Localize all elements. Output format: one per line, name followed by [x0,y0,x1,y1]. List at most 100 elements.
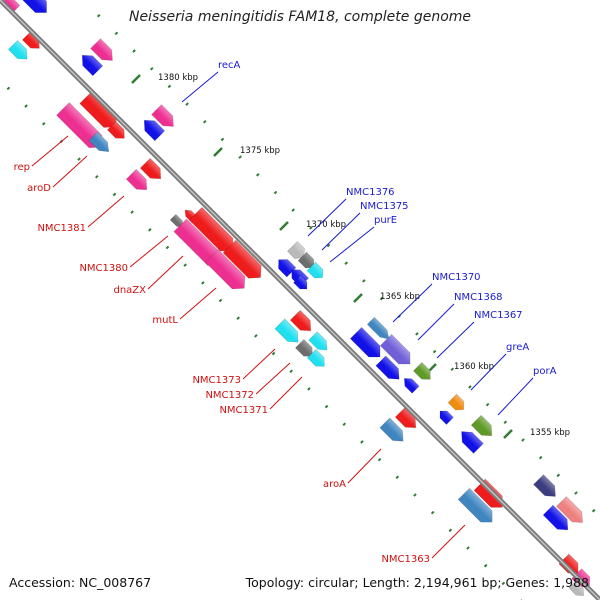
gene-feature[interactable] [125,168,151,194]
label-leader-line [431,524,466,559]
gene-feature[interactable] [457,427,484,454]
scale-tick-mark [353,293,363,303]
reverse-gene-label[interactable]: aroD [27,183,51,194]
gene-feature[interactable] [306,261,327,282]
gene-feature[interactable] [556,496,587,527]
label-leader-line [255,362,291,395]
scale-tick-label: 1365 kbp [380,292,420,302]
gene-feature[interactable] [7,39,31,63]
scale-tick-label: 1355 kbp [530,428,570,438]
gene-feature[interactable] [289,309,315,335]
gene-feature[interactable] [56,102,108,154]
reverse-gene-label[interactable]: NMC1371 [219,405,268,416]
forward-gene-label[interactable]: NMC1376 [346,187,395,198]
label-leader-line [470,353,507,391]
forward-gene-label[interactable]: NMC1368 [454,292,503,303]
label-leader-line [436,321,475,359]
forward-gene-label[interactable]: NMC1367 [474,310,523,321]
gene-feature[interactable] [139,157,165,183]
label-leader-line [417,303,455,341]
label-leader-line [321,212,361,251]
gene-labels[interactable]: recANMC1376NMC1375purENMC1370NMC1368NMC1… [14,60,557,565]
forward-gene-label[interactable]: NMC1375 [360,201,409,212]
genome-summary: Topology: circular; Length: 2,194,961 bp… [245,575,589,590]
gene-feature[interactable] [447,393,468,414]
label-leader-line [181,71,219,103]
reverse-gene-label[interactable]: rep [14,162,30,173]
scale-tick-mark [503,429,513,439]
scale-tick-label: 1380 kbp [158,73,198,83]
label-leader-line [129,235,169,268]
label-leader-line [31,135,69,167]
gene-feature[interactable] [412,361,434,383]
label-leader-line [347,448,382,484]
reverse-gene-label[interactable]: NMC1372 [205,390,254,401]
scale-tick-label: 1360 kbp [454,362,494,372]
scale-tick-mark [131,74,141,84]
gene-feature[interactable] [379,333,415,369]
forward-gene-label[interactable]: purE [374,215,397,226]
reverse-gene-label[interactable]: dnaZX [113,285,146,296]
gene-feature[interactable] [88,131,113,156]
scale-tick-mark [279,221,289,231]
reverse-gene-label[interactable]: mutL [152,315,178,326]
reverse-gene-label[interactable]: NMC1380 [79,263,128,274]
gene-feature[interactable] [293,275,311,293]
label-leader-line [242,348,276,380]
reverse-gene-label[interactable]: NMC1363 [381,554,430,565]
gene-feature[interactable] [349,326,385,362]
gene-feature[interactable] [457,487,498,528]
reverse-gene-label[interactable]: aroA [323,479,346,490]
reverse-gene-label[interactable]: NMC1381 [37,223,86,234]
gene-feature[interactable] [470,414,496,440]
scale-tick-label: 1375 kbp [240,146,280,156]
gene-feature[interactable] [274,255,297,278]
label-leader-line [147,255,184,290]
label-leaders [31,71,534,559]
forward-gene-label[interactable]: porA [533,366,557,377]
gene-feature[interactable] [401,375,420,394]
label-leader-line [307,198,347,237]
gene-feature[interactable] [542,504,573,535]
gene-feature[interactable] [437,408,454,425]
gene-feature[interactable] [204,248,250,294]
gene-feature[interactable] [151,104,179,132]
gene-feature[interactable] [90,38,118,66]
gene-feature[interactable] [568,580,587,599]
gene-feature[interactable] [375,355,404,384]
gene-feature[interactable] [297,251,318,272]
accession-label: Accession: NC_008767 [9,575,152,590]
forward-gene-label[interactable]: greA [506,342,529,353]
label-leader-line [52,155,88,188]
gene-feature[interactable] [77,50,104,77]
gene-feature[interactable] [139,115,166,142]
gene-feature[interactable] [366,316,392,342]
forward-gene-label[interactable]: recA [218,60,241,71]
label-leader-line [269,376,303,410]
gene-feature[interactable] [533,474,561,502]
scale-tick-mark [213,147,223,157]
reverse-gene-label[interactable]: NMC1373 [192,375,241,386]
gene-feature[interactable] [274,318,303,347]
label-leader-line [497,377,534,416]
scale-tick-label: 1370 kbp [306,220,346,230]
label-leader-line [392,283,433,323]
map-title: Neisseria meningitidis FAM18, complete g… [128,9,472,25]
gene-feature[interactable] [286,240,308,262]
gene-feature[interactable] [379,417,408,446]
label-leader-line [329,226,375,263]
gene-feature[interactable] [19,0,53,18]
gene-feature[interactable] [222,239,267,284]
gene-feature[interactable] [306,348,328,370]
gene-feature[interactable] [294,338,316,360]
forward-gene-label[interactable]: NMC1370 [432,272,481,283]
label-leader-line [179,287,217,320]
gene-feature[interactable] [473,478,508,513]
scale-ticks: 1380 kbp 1375 kbp 1370 kbp 1365 kbp 1360 kbp… [131,73,570,439]
gene-feature[interactable] [106,120,128,142]
label-leader-line [87,195,125,228]
gene-feature[interactable] [308,331,332,355]
